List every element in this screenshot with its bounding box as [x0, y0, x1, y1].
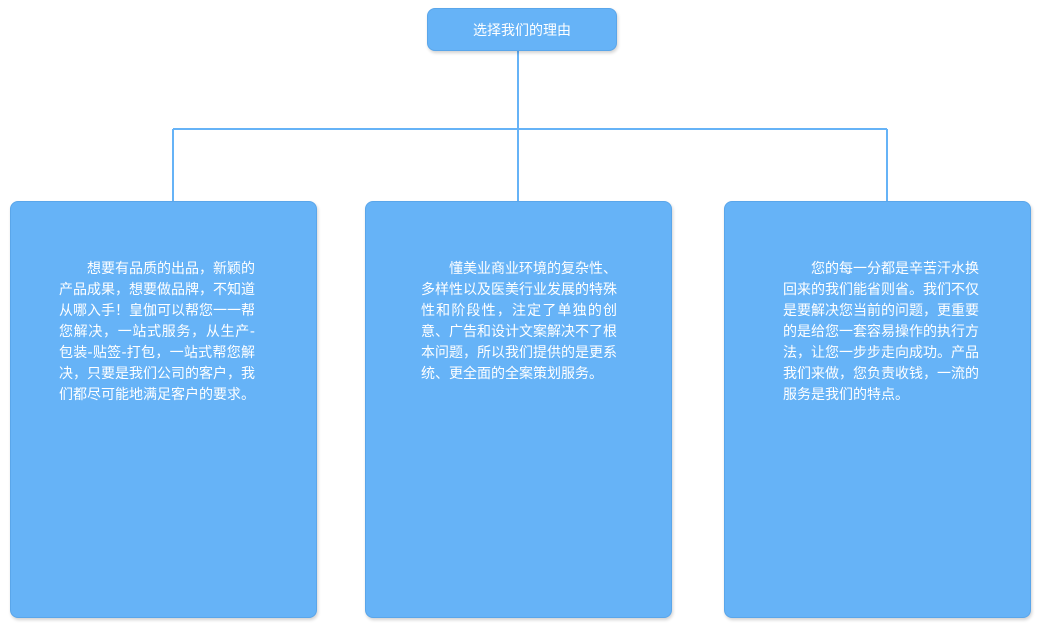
root-node-label: 选择我们的理由 — [473, 22, 571, 39]
reason-card-1: 想要有品质的出品，新颖的产品成果，想要做品牌，不知道从哪入手！皇伽可以帮您一一帮… — [10, 201, 317, 618]
reason-card-2-text: 懂美业商业环境的复杂性、多样性以及医美行业发展的特殊性和阶段性，注定了单独的创意… — [421, 261, 617, 382]
reason-card-1-text: 想要有品质的出品，新颖的产品成果，想要做品牌，不知道从哪入手！皇伽可以帮您一一帮… — [59, 261, 255, 403]
reason-card-3-text: 您的每一分都是辛苦汗水换回来的我们能省则省。我们不仅是要解决您当前的问题，更重要… — [783, 261, 979, 403]
root-node: 选择我们的理由 — [427, 8, 617, 51]
reason-card-3: 您的每一分都是辛苦汗水换回来的我们能省则省。我们不仅是要解决您当前的问题，更重要… — [724, 201, 1031, 618]
reason-card-2: 懂美业商业环境的复杂性、多样性以及医美行业发展的特殊性和阶段性，注定了单独的创意… — [365, 201, 672, 618]
